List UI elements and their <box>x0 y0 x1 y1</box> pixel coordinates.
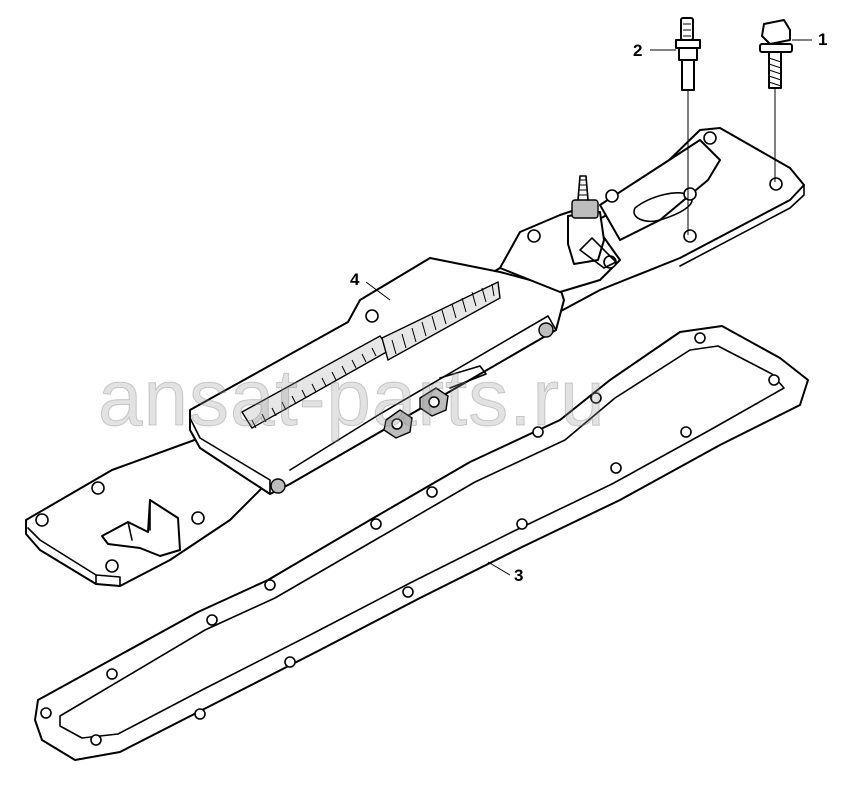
gasket <box>34 325 809 761</box>
cooler-fins <box>251 283 495 429</box>
leader-lines <box>365 39 812 576</box>
cover-bolt-holes <box>35 131 783 573</box>
fitting-bolts <box>383 365 487 439</box>
stud <box>675 17 701 235</box>
cooler-cover <box>25 127 805 587</box>
callout-3: 3 <box>514 566 524 585</box>
callout-4: 4 <box>350 270 360 289</box>
bolt <box>759 19 793 182</box>
callout-2: 2 <box>633 41 643 60</box>
callout-1: 1 <box>818 30 828 49</box>
mount-bracket <box>101 499 181 557</box>
gasket-bolt-holes <box>40 332 780 746</box>
boss-right <box>538 322 554 338</box>
temperature-sensor <box>567 175 617 269</box>
boss-left <box>270 478 286 494</box>
